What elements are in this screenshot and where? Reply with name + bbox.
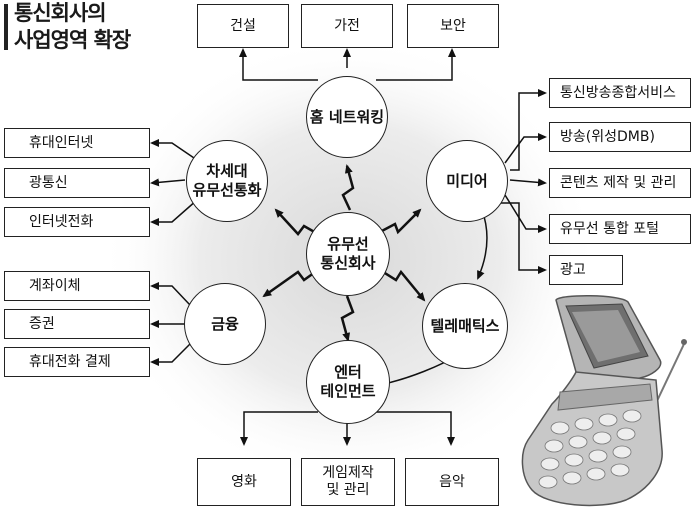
box-internet-phone: 인터넷전화	[4, 207, 150, 237]
title-accent-bar	[4, 4, 8, 50]
box-security-label: 보안	[440, 17, 466, 34]
box-satellite-dmb-label: 방송(위성DMB)	[560, 128, 655, 145]
node-next-generation-telephony-line-2: 유무선통화	[192, 181, 262, 199]
box-optical-communication: 광통신	[4, 168, 150, 198]
connector-media-5	[500, 202, 547, 274]
box-home-appliances: 가전	[301, 4, 393, 48]
signal-to-nextgen	[274, 208, 319, 236]
connector-media-1	[510, 89, 547, 171]
diagram-title: 통신회사의 사업영역 확장	[4, 0, 131, 54]
box-game-production-label-2: 및 관리	[326, 482, 370, 498]
node-center-line-2: 통신회사	[320, 254, 376, 272]
node-next-generation-telephony-line-1: 차세대	[206, 162, 248, 180]
box-security: 보안	[407, 4, 499, 48]
box-construction: 건설	[197, 4, 289, 48]
box-securities-label: 증권	[29, 315, 55, 332]
node-home-networking-label: 홈 네트워킹	[309, 107, 385, 126]
connector-nextgen-3	[150, 199, 198, 226]
box-mobile-internet-label: 휴대인터넷	[29, 134, 94, 151]
box-account-transfer: 계좌이체	[4, 271, 150, 301]
box-unified-portal-label: 유무선 통합 포털	[560, 220, 660, 237]
connector-media-3	[509, 178, 547, 187]
connector-media-2	[504, 133, 547, 164]
node-telematics: 텔레매틱스	[422, 283, 508, 369]
node-media-label: 미디어	[446, 171, 488, 190]
box-internet-phone-label: 인터넷전화	[29, 213, 94, 230]
title-line-2: 사업영역 확장	[14, 28, 131, 52]
node-entertainment-line-1: 엔터	[334, 363, 362, 381]
signal-to-entertainment	[340, 295, 355, 342]
connector-media-4	[504, 194, 547, 233]
signal-arrows	[262, 164, 426, 342]
box-integrated-broadcast-service-label: 통신방송종합서비스	[560, 84, 676, 101]
box-movies-label: 영화	[231, 473, 257, 490]
box-construction-label: 건설	[230, 17, 256, 34]
box-unified-portal: 유무선 통합 포털	[549, 214, 691, 244]
connector-finance-1	[150, 282, 191, 306]
box-music-label: 음악	[439, 473, 465, 490]
signal-to-home	[341, 164, 355, 211]
connector-lines	[150, 48, 547, 446]
box-integrated-broadcast-service: 통신방송종합서비스	[549, 78, 691, 108]
box-advertising-label: 광고	[560, 261, 586, 278]
node-center-telecom-company: 유무선 통신회사	[306, 212, 390, 296]
box-securities: 증권	[4, 309, 150, 339]
node-finance-label: 금융	[211, 314, 239, 333]
node-telematics-label: 텔레매틱스	[430, 316, 500, 335]
node-media: 미디어	[426, 140, 508, 222]
node-entertainment-line-2: 테인먼트	[320, 382, 376, 400]
connector-finance-3	[150, 343, 191, 366]
connector-ent-left	[240, 411, 318, 446]
box-content-production-label: 콘텐츠 제작 및 관리	[560, 174, 677, 191]
box-mobile-payment-label: 휴대전화 결제	[29, 353, 111, 370]
box-music: 음악	[405, 458, 499, 506]
node-next-generation-telephony: 차세대 유무선통화	[186, 140, 268, 222]
mobile-phone-illustration	[521, 294, 687, 507]
box-game-production-label-1: 게임제작	[322, 465, 374, 481]
node-finance: 금융	[184, 283, 266, 365]
box-game-production: 게임제작 및 관리	[301, 458, 395, 506]
signal-to-telematics	[379, 268, 426, 302]
box-mobile-internet: 휴대인터넷	[4, 128, 150, 158]
connector-home-right	[376, 48, 456, 81]
box-satellite-dmb: 방송(위성DMB)	[549, 122, 691, 152]
connector-nextgen-2	[150, 178, 186, 187]
box-home-appliances-label: 가전	[334, 17, 360, 34]
node-entertainment: 엔터 테인먼트	[306, 340, 390, 424]
node-home-networking: 홈 네트워킹	[306, 76, 388, 158]
box-content-production: 콘텐츠 제작 및 관리	[549, 168, 691, 198]
box-optical-communication-label: 광통신	[29, 174, 68, 191]
connector-home-trunk	[239, 48, 318, 81]
box-account-transfer-label: 계좌이체	[29, 277, 81, 294]
box-mobile-payment: 휴대전화 결제	[4, 347, 150, 377]
connector-nextgen-1	[150, 139, 198, 161]
node-center-line-1: 유무선	[327, 235, 369, 253]
title-line-1: 통신회사의	[14, 1, 107, 25]
box-movies: 영화	[197, 458, 291, 506]
signal-to-media	[379, 208, 422, 235]
connector-ent-right	[376, 411, 455, 446]
box-advertising: 광고	[549, 255, 623, 285]
